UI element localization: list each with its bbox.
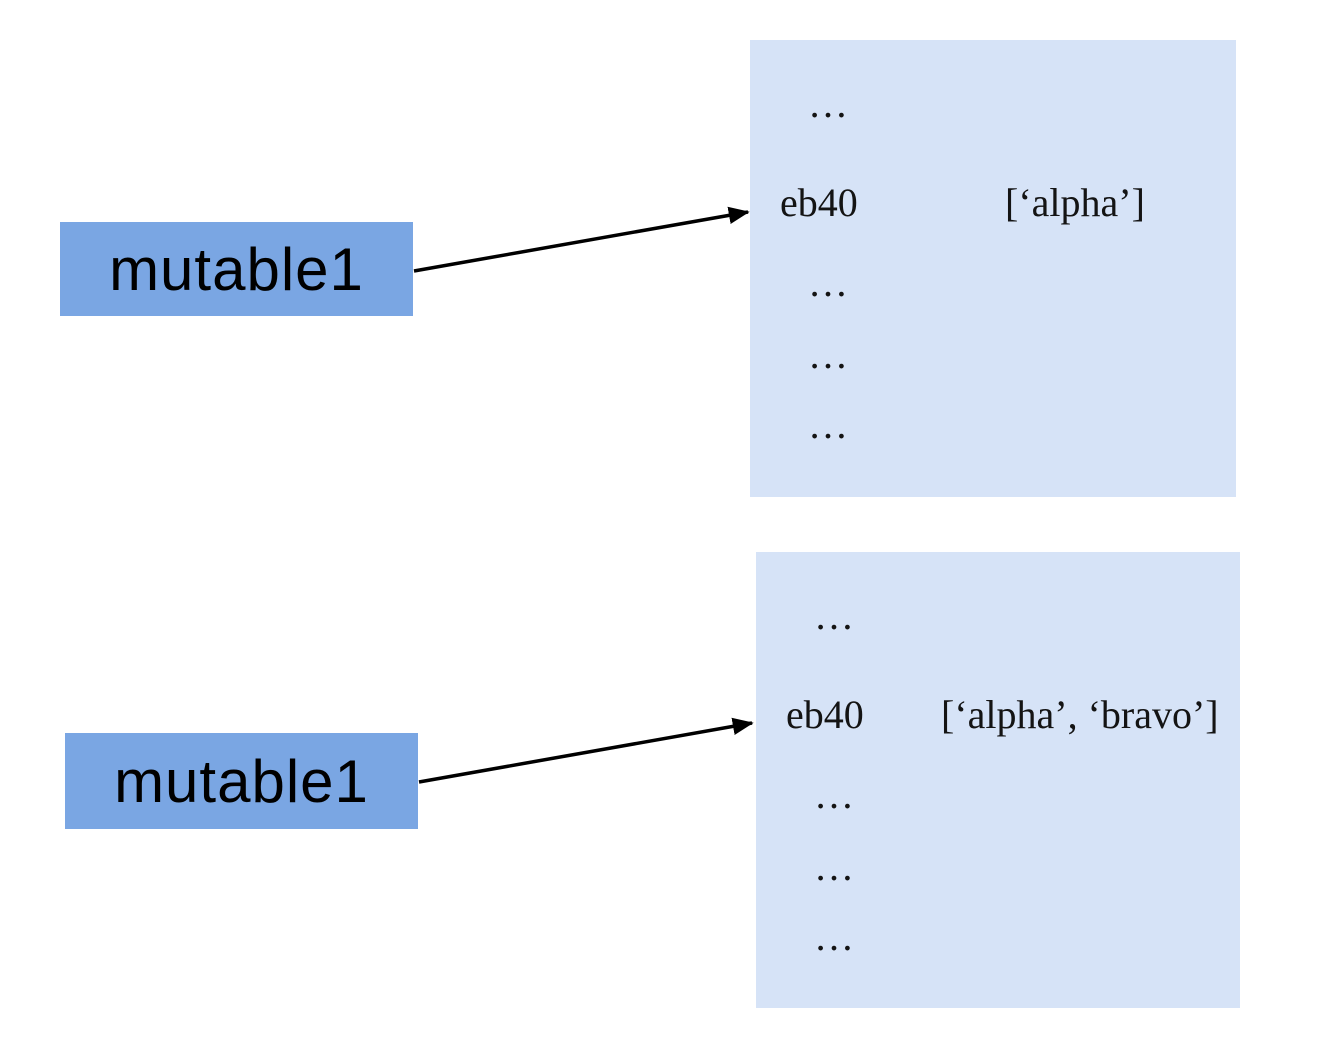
variable-name: mutable1 bbox=[114, 747, 369, 815]
ellipsis-text: … bbox=[808, 81, 852, 126]
memory-value: [‘alpha’, ‘bravo’] bbox=[941, 692, 1219, 737]
memory-row-ellipsis: … bbox=[756, 593, 1240, 654]
memory-value: [‘alpha’] bbox=[1005, 180, 1145, 225]
memory-address: eb40 bbox=[780, 180, 858, 225]
ellipsis-text: … bbox=[814, 844, 858, 889]
memory-address: eb40 bbox=[786, 692, 864, 737]
variable-name: mutable1 bbox=[109, 235, 364, 303]
variable-label-box-1: mutable1 bbox=[60, 222, 413, 316]
memory-row-ellipsis: … bbox=[750, 260, 1236, 321]
memory-row-ellipsis: … bbox=[750, 332, 1236, 393]
ellipsis-text: … bbox=[814, 772, 858, 817]
ellipsis-text: … bbox=[808, 402, 852, 447]
memory-row-ellipsis: … bbox=[756, 914, 1240, 975]
ellipsis-text: … bbox=[814, 593, 858, 638]
arrow-mutable1-to-eb40-top bbox=[413, 206, 750, 273]
arrow-mutable1-to-eb40-bottom bbox=[418, 717, 754, 784]
ellipsis-text: … bbox=[808, 260, 852, 305]
memory-block-1: … eb40 [‘alpha’] … … … bbox=[750, 40, 1236, 497]
memory-row-ellipsis: … bbox=[756, 772, 1240, 833]
memory-row-entry: eb40 [‘alpha’, ‘bravo’] bbox=[756, 685, 1240, 745]
ellipsis-text: … bbox=[808, 332, 852, 377]
memory-row-ellipsis: … bbox=[756, 844, 1240, 905]
ellipsis-text: … bbox=[814, 914, 858, 959]
variable-label-box-2: mutable1 bbox=[65, 733, 418, 829]
memory-row-ellipsis: … bbox=[750, 402, 1236, 463]
memory-block-2: … eb40 [‘alpha’, ‘bravo’] … … … bbox=[756, 552, 1240, 1008]
memory-row-ellipsis: … bbox=[750, 81, 1236, 142]
memory-row-entry: eb40 [‘alpha’] bbox=[750, 173, 1236, 233]
